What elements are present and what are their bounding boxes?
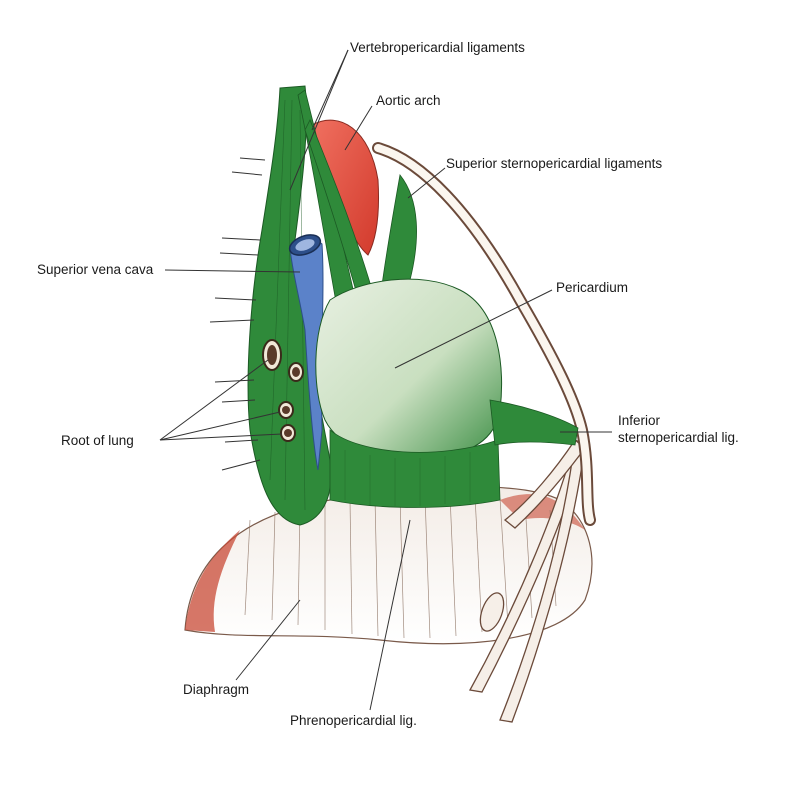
pericardium [315,278,503,508]
label-inferior-sternopericardial-line1: Inferior [618,413,661,428]
label-vertebropericardial: Vertebropericardial ligaments [350,40,525,55]
label-superior-sternopericardial: Superior sternopericardial ligaments [446,156,663,171]
ribs [468,439,586,723]
label-root-of-lung: Root of lung [61,433,134,448]
lung-root-column [209,85,332,526]
sternum [372,142,596,526]
inferior-sternopericardial-band [489,399,579,446]
leader-lines [159,49,612,711]
lung-root-vessels [262,339,304,442]
label-pericardium: Pericardium [556,280,629,295]
label-superior-vena-cava: Superior vena cava [37,262,154,277]
label-phrenopericardial: Phrenopericardial lig. [290,713,417,728]
label-diaphragm: Diaphragm [183,682,250,697]
label-aortic-arch: Aortic arch [376,93,441,108]
superior-vena-cava [288,234,324,471]
label-inferior-sternopericardial-line2: sternopericardial lig. [618,430,739,445]
